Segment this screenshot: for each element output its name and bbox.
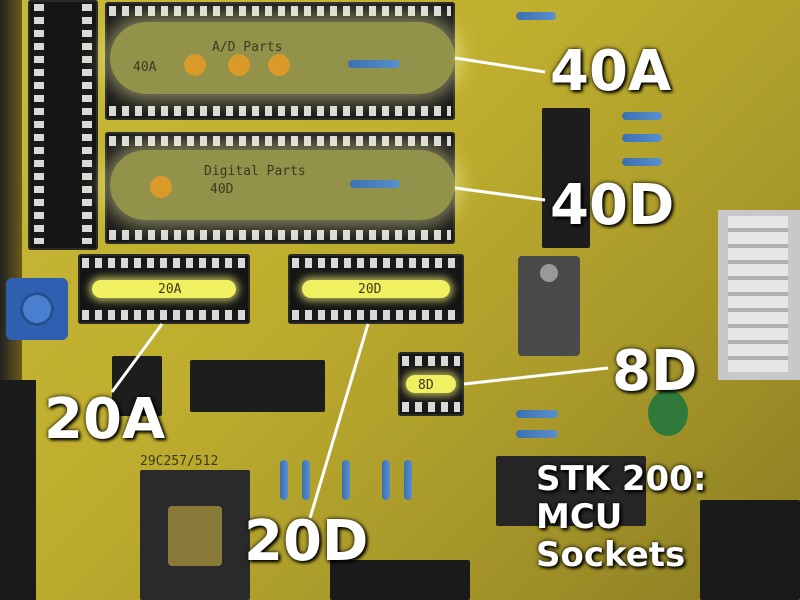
label-20a: 20A [44,387,166,452]
left-header [0,380,36,600]
capacitor-c8 [184,54,206,76]
silk-20a: 20A [158,282,182,297]
capacitor-c12 [268,54,290,76]
ic-middle-dip [190,360,325,412]
pointer-line-8d [463,366,609,386]
label-40a: 40A [550,39,672,104]
socket-8d [398,352,464,416]
ic-right-dip [542,108,590,248]
resistor-top-1 [502,12,570,20]
resistor-r13 [608,112,676,120]
silk-29c257: 29C257/512 [140,454,219,469]
silk-digital-parts: Digital Parts [204,164,306,179]
pointer-line-20d [308,323,370,519]
resistor-r25 [336,180,414,188]
silk-40a: 40A [133,60,157,75]
resistor-r6 [390,460,426,500]
silk-20d: 20D [358,282,382,297]
plcc-socket [140,470,250,600]
label-20d: 20D [244,509,369,574]
socket-20d [288,254,464,324]
label-40d: 40D [550,173,675,238]
left-socket-column [28,0,98,250]
resistor-r22 [266,460,302,500]
silk-8d: 8D [418,378,434,393]
silk-ad-parts: A/D Parts [212,40,283,55]
ic-bottom-right [496,456,646,526]
resistor-r5 [368,460,404,500]
socket-20a [78,254,250,324]
pointer-line-40a [454,56,546,74]
potentiometer [6,278,68,340]
voltage-regulator [518,256,580,356]
caption-line-3: Sockets [536,535,686,575]
capacitor-c7 [150,176,172,198]
pointer-line-40d [454,186,546,202]
caption-line-1: STK 200: [536,459,707,499]
electrolytic-capacitor [648,390,688,436]
bottom-header [330,560,470,600]
pointer-line-20a [110,323,164,393]
resistor-r23 [288,460,324,500]
led-bargraph [718,210,800,380]
ic-small-socket [112,356,162,416]
capacitor-c24 [228,54,250,76]
resistor-r12 [502,410,572,418]
label-8d: 8D [612,339,698,404]
resistor-r17 [334,60,414,68]
resistor-r14 [608,134,676,142]
caption-line-2: MCU [536,497,623,537]
resistor-r13b [502,430,572,438]
silk-40d: 40D [210,182,234,197]
power-jack [700,500,800,600]
resistor-r3 [328,460,364,500]
resistor-r15 [608,158,676,166]
